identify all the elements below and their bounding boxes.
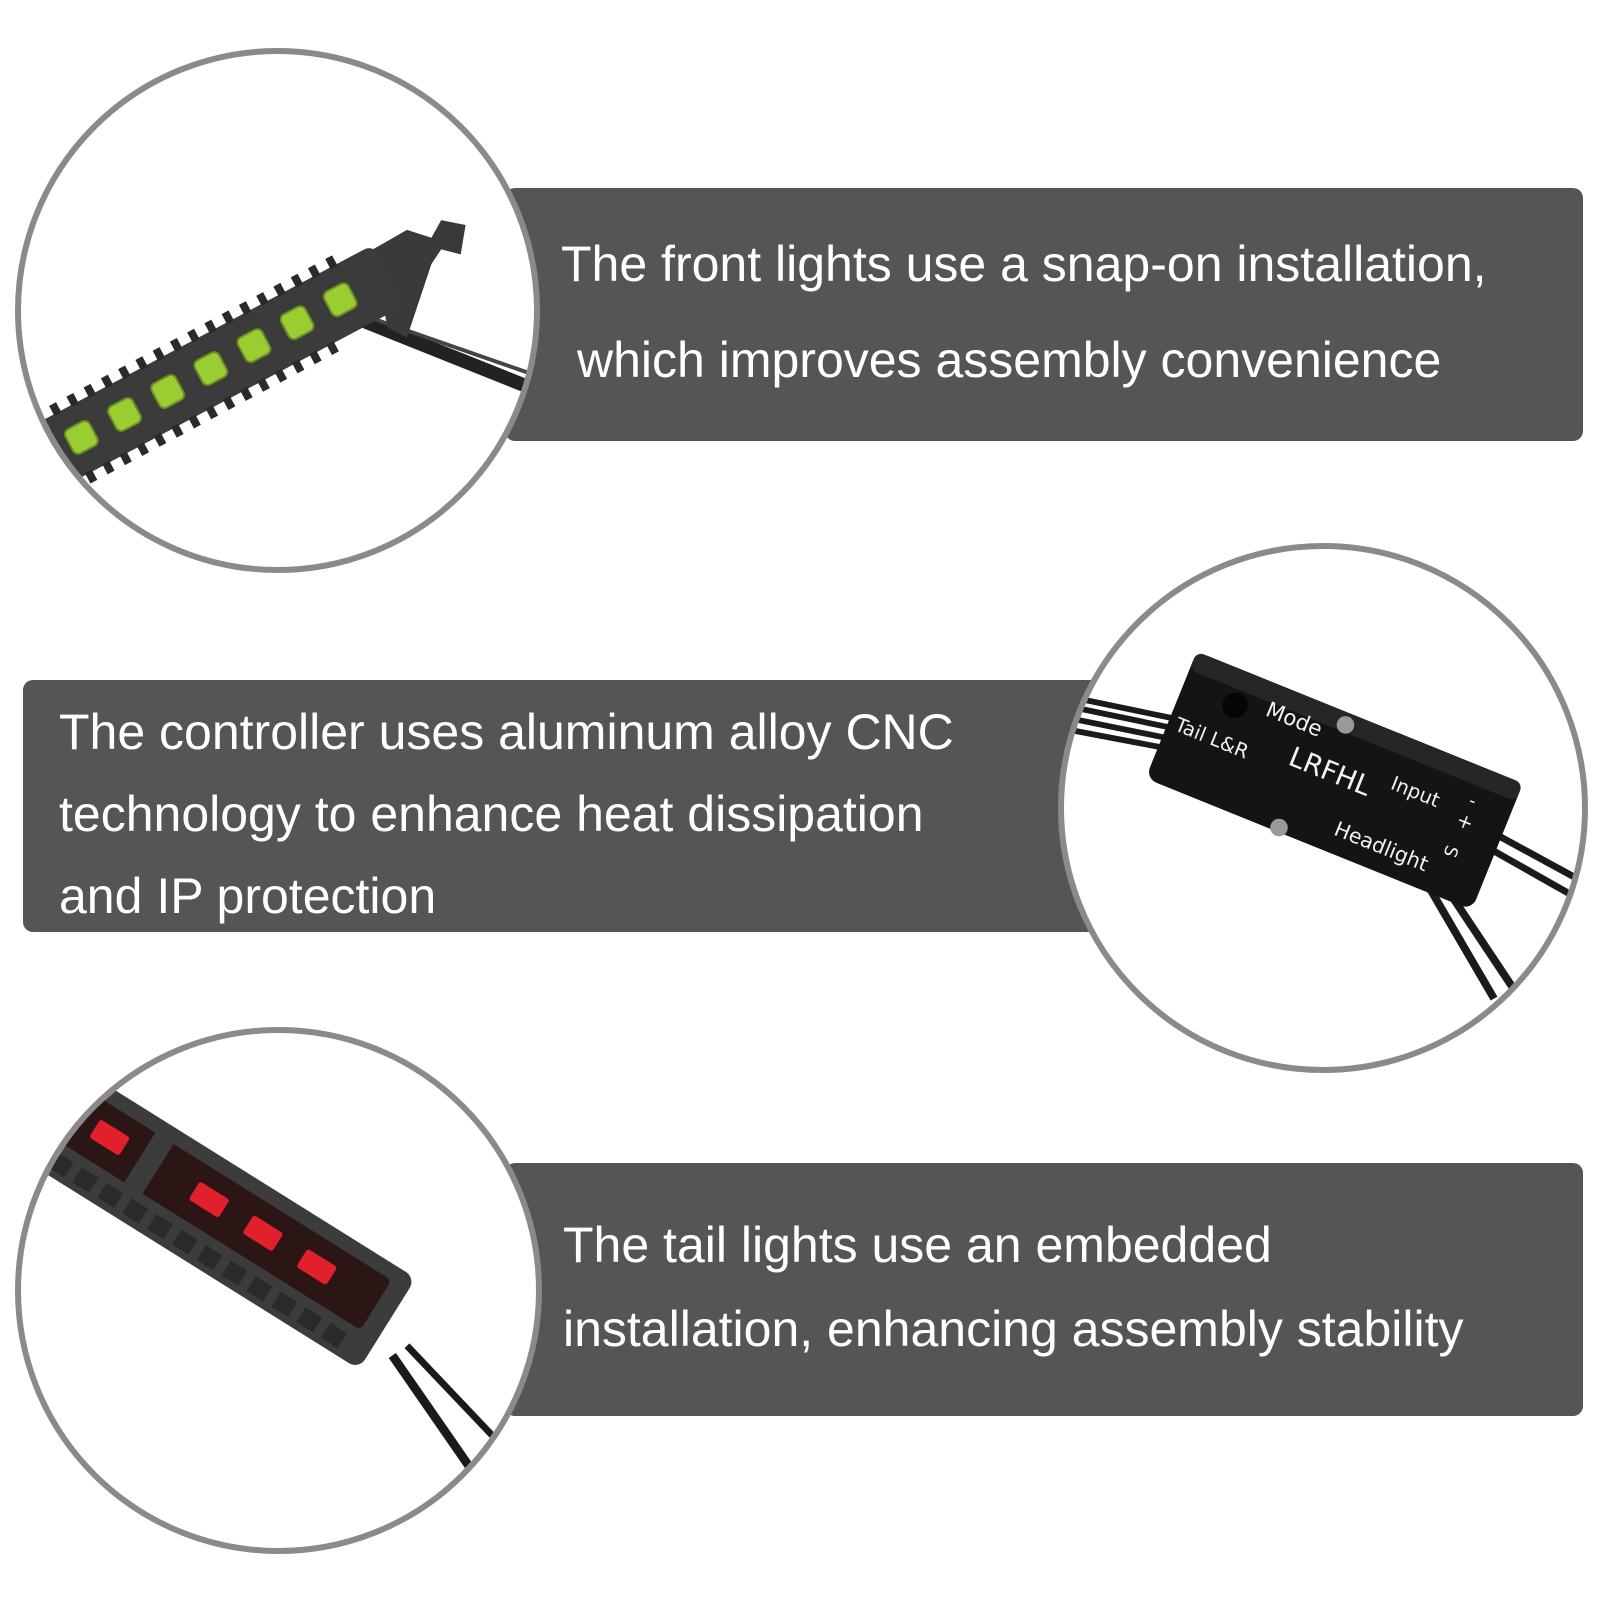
feature-text-line: and IP protection [59,868,437,924]
controller-photo: Mode Tail L&R LRFHL Input - + S Headligh… [1058,543,1588,1073]
feature-banner-controller: The controller uses aluminum alloy CNC t… [23,680,1123,932]
tail-light-photo [15,1027,542,1554]
feature-banner-tail-lights: The tail lights use an embedded installa… [505,1163,1583,1416]
feature-text-line: The controller uses aluminum alloy CNC [59,704,954,760]
front-light-photo [15,48,540,573]
feature-banner-front-lights: The front lights use a snap-on installat… [505,188,1583,441]
feature-text-line: The front lights use a snap-on installat… [561,236,1487,292]
feature-text-line: which improves assembly convenience [577,332,1442,388]
front-light-strip-icon [21,220,534,512]
plus-label: + [1453,808,1477,835]
feature-text-line: installation, enhancing assembly stabili… [563,1301,1464,1357]
controller-box-icon: Mode Tail L&R LRFHL Input - + S Headligh… [1064,653,1582,1001]
feature-text-line: The tail lights use an embedded [563,1217,1272,1273]
tail-light-strip-icon [21,1044,503,1486]
feature-text-line: technology to enhance heat dissipation [59,786,924,842]
